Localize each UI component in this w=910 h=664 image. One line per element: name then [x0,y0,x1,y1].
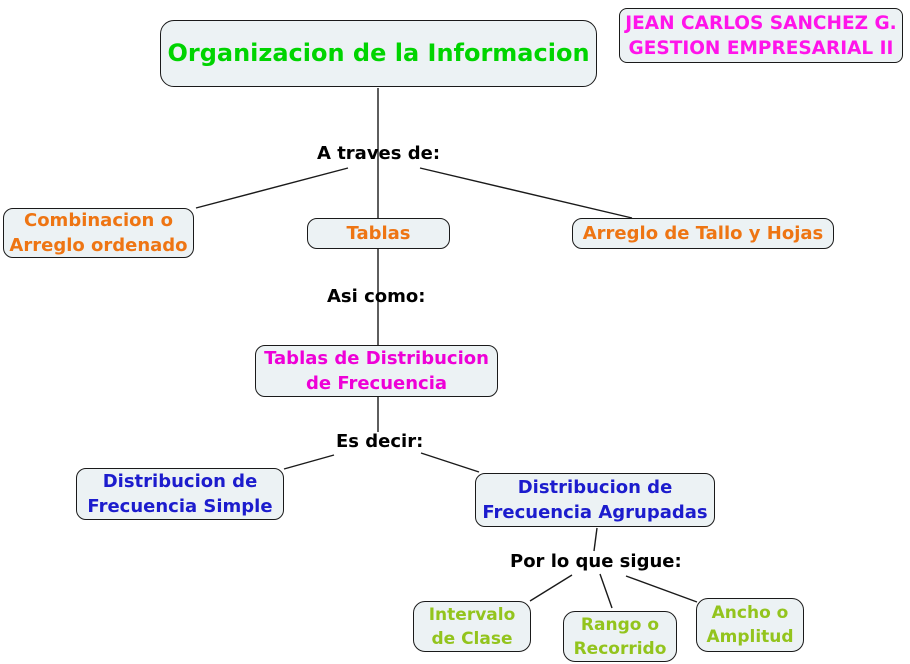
node-text: Intervalo de Clase [428,604,516,649]
credit-text: JEAN CARLOS SANCHEZ G. GESTION EMPRESARI… [625,12,897,59]
node-rango-o-recorrido[interactable]: Rango o Recorrido [563,611,677,662]
node-arreglo-tallo-hojas[interactable]: Arreglo de Tallo y Hojas [572,218,834,249]
title-text: Organizacion de la Informacion [167,39,590,67]
node-tablas[interactable]: Tablas [307,218,450,249]
node-tablas-distribucion-frecuencia[interactable]: Tablas de Distribucion de Frecuencia [255,345,498,397]
node-text: Distribucion de Frecuencia Simple [87,471,273,517]
line-esdecir-to-agrupadas [420,452,480,473]
node-text: Arreglo de Tallo y Hojas [582,223,824,244]
line-atraves-to-combinacion [195,167,349,209]
node-text: Tablas [346,223,411,244]
line-porloque-to-ancho [625,575,698,603]
node-intervalo-de-clase[interactable]: Intervalo de Clase [413,601,531,652]
node-ancho-o-amplitud[interactable]: Ancho o Amplitud [696,598,804,652]
linking-phrase-asi-como[interactable]: Asi como: [327,286,426,307]
linking-phrase-a-traves-de[interactable]: A traves de: [317,143,441,164]
node-distribucion-frecuencia-simple[interactable]: Distribucion de Frecuencia Simple [76,468,284,520]
node-title[interactable]: Organizacion de la Informacion [160,20,597,87]
node-text: Tablas de Distribucion de Frecuencia [264,348,489,394]
node-author-credit[interactable]: JEAN CARLOS SANCHEZ G. GESTION EMPRESARI… [619,8,903,63]
node-text: Rango o Recorrido [573,614,667,659]
line-esdecir-to-simple [283,454,335,470]
linking-phrase-por-lo-que-sigue[interactable]: Por lo que sigue: [510,551,682,572]
node-text: Ancho o Amplitud [706,603,794,647]
line-agrupadas-to-porloque [593,527,598,552]
linking-phrase-es-decir[interactable]: Es decir: [336,431,424,452]
node-distribucion-frecuencia-agrupadas[interactable]: Distribucion de Frecuencia Agrupadas [475,473,715,527]
node-text: Distribucion de Frecuencia Agrupadas [482,477,708,523]
node-combinacion-arreglo-ordenado[interactable]: Combinacion o Arreglo ordenado [3,208,194,258]
line-porloque-to-rango [599,573,613,609]
line-atraves-to-arreglo [419,167,633,219]
node-text: Combinacion o Arreglo ordenado [9,210,188,256]
line-porloque-to-intervalo [529,574,573,602]
